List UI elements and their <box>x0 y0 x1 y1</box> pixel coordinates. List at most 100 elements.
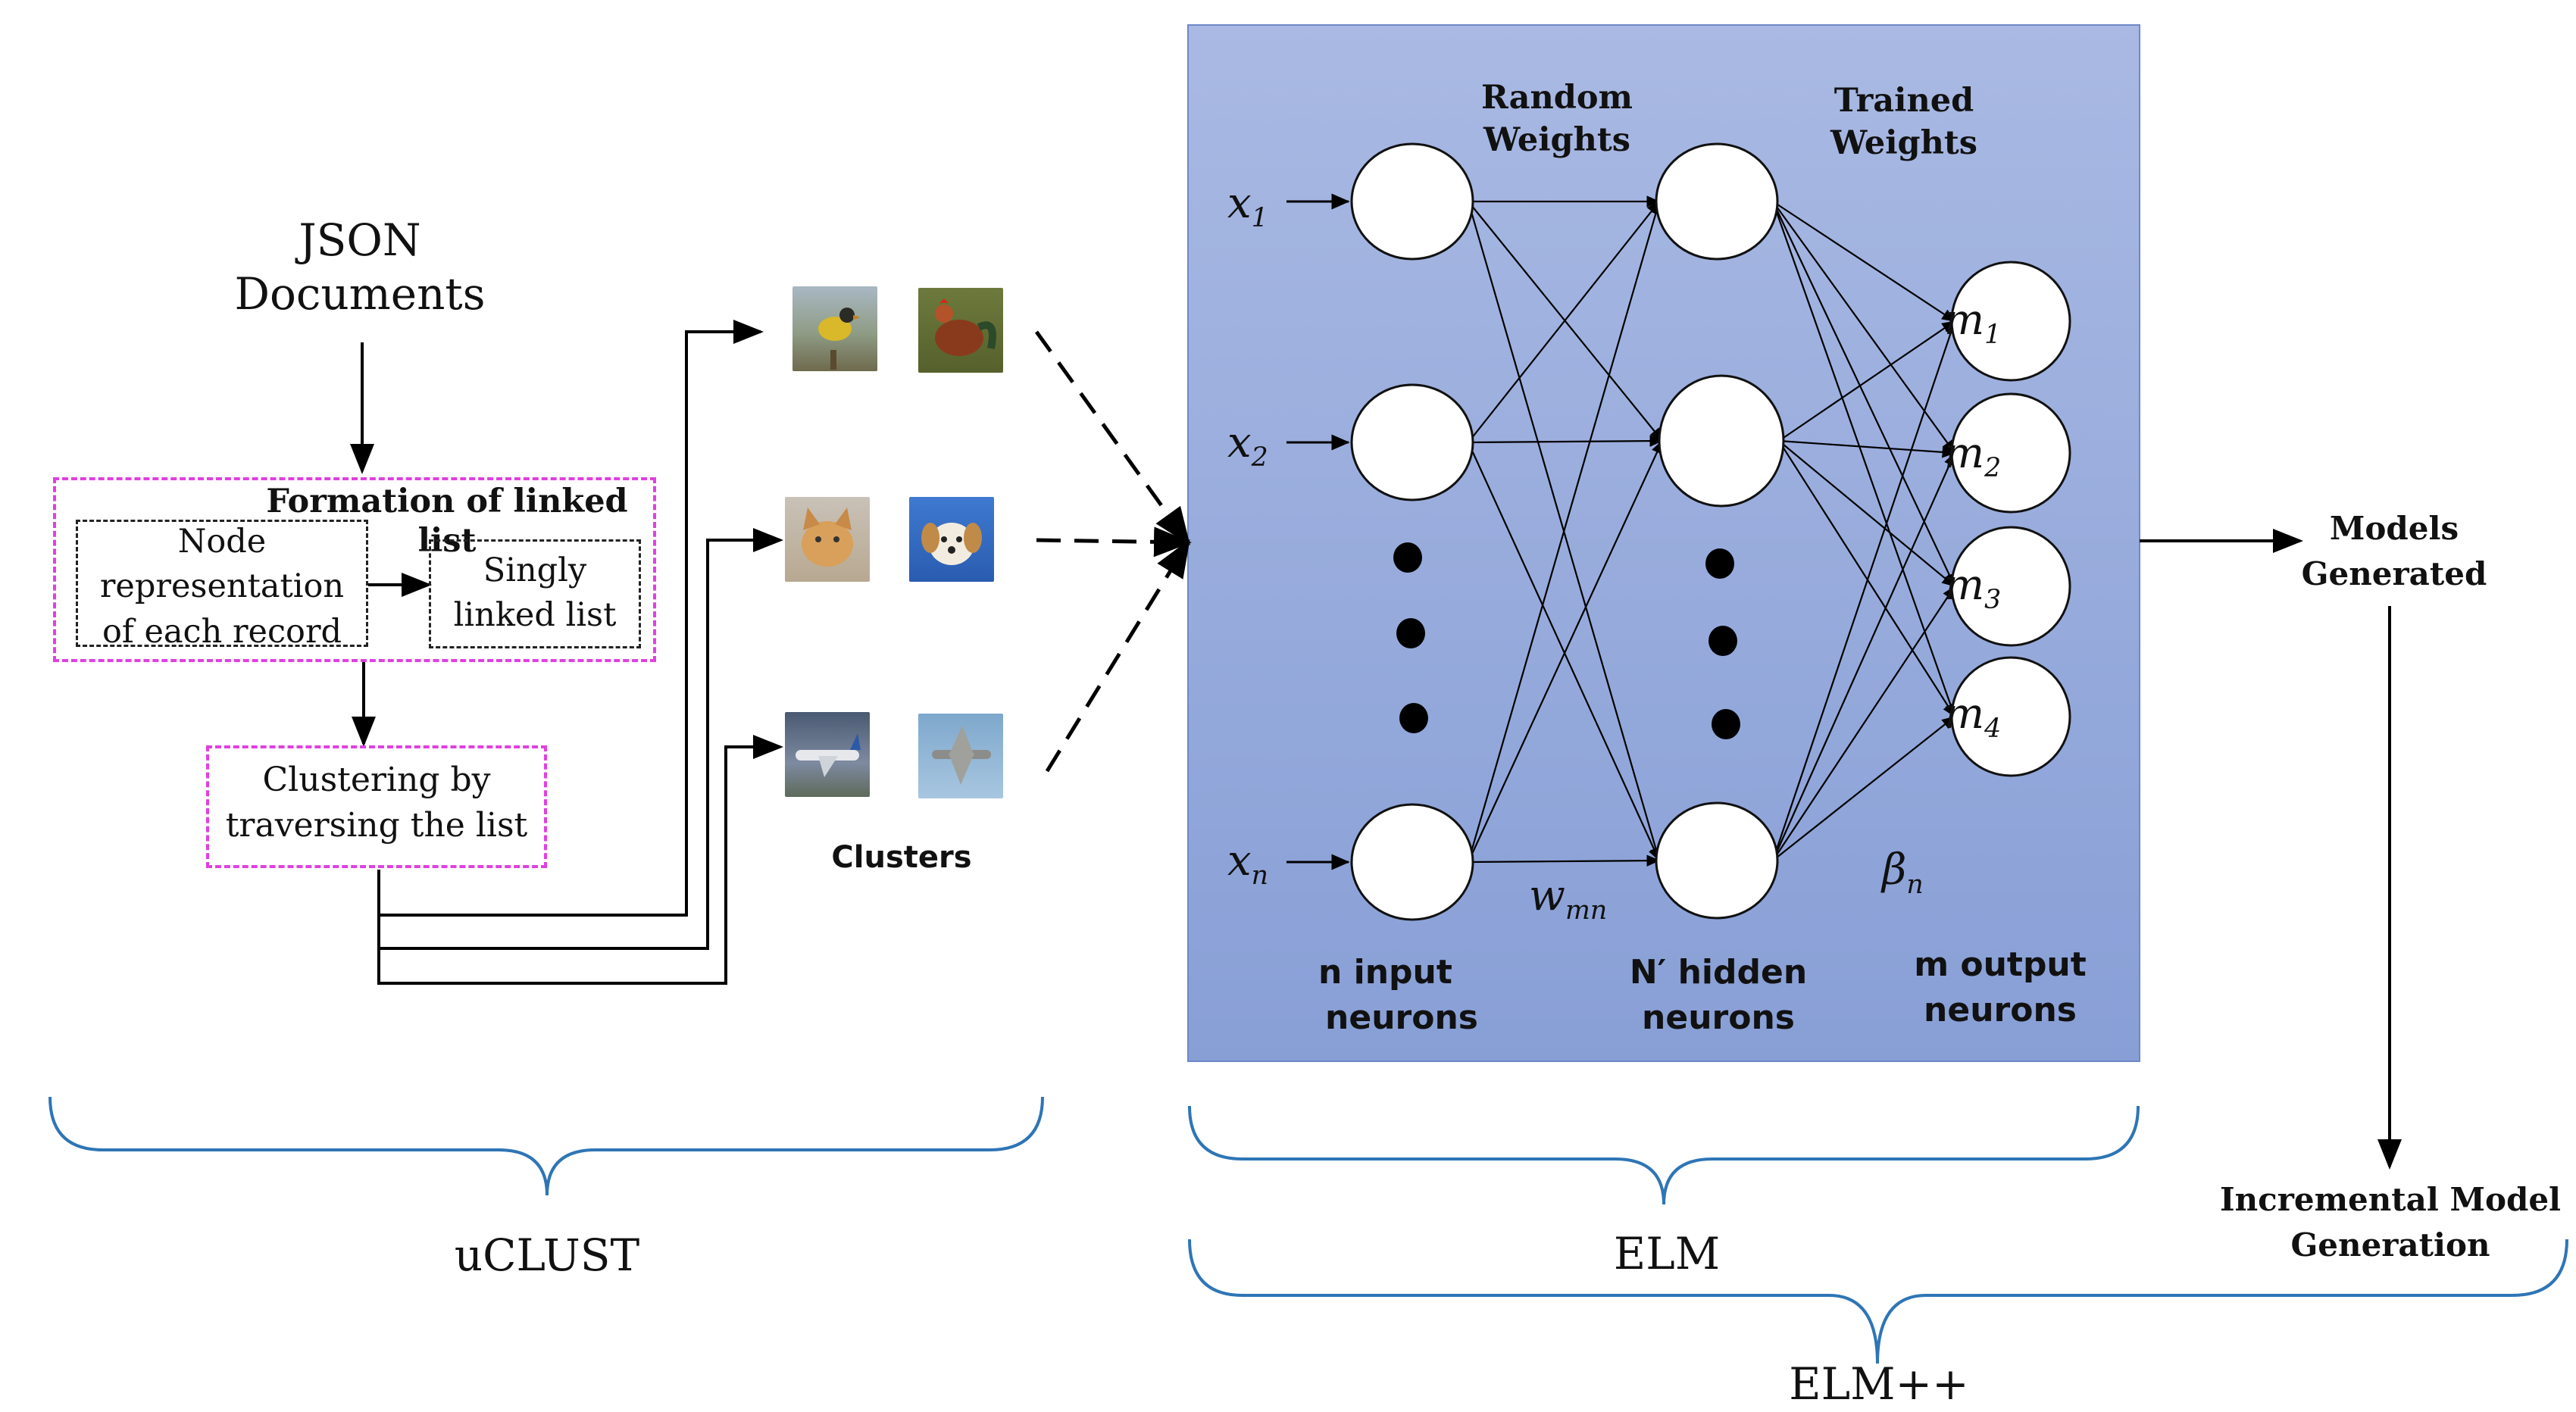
hidden-neurons-label: N′ hidden neurons <box>1597 950 1840 1041</box>
uclust-group-label: uCLUST <box>454 1229 640 1281</box>
singly-linked-list-box <box>429 539 641 648</box>
input-xn-sub: n <box>1251 861 1268 892</box>
input-xn-base: x <box>1227 836 1252 886</box>
output-label-m1: m1 <box>1944 295 2001 350</box>
clustering-label: Clustering by traversing the list <box>206 758 547 848</box>
elm-group-label: ELM <box>1613 1228 1721 1279</box>
json-line-1: JSON <box>299 214 421 266</box>
clusters-label: Clusters <box>831 840 972 875</box>
singly-linked-list-label: Singly linked list <box>429 548 641 639</box>
random-weight-edge <box>1467 442 1661 862</box>
trained-weights-label: Trained Weights <box>1809 80 1999 165</box>
dog-thumbnail-icon <box>909 497 994 582</box>
hidden-neurons-line-1: N′ hidden <box>1629 953 1808 992</box>
input-neuron <box>1350 142 1474 261</box>
output-neurons-label: m output neurons <box>1879 942 2121 1033</box>
input-neurons-line-1: n input <box>1318 953 1452 992</box>
trained-weight-edge <box>1778 440 1955 587</box>
airliner-thumbnail-icon <box>785 712 870 797</box>
output-m2-sub: 2 <box>1984 453 2002 484</box>
trained-weight-edge <box>1778 439 1956 458</box>
singly-line-2: linked list <box>453 596 617 635</box>
trained-weight-edge <box>1778 320 1955 442</box>
output-neurons-line-1: m output <box>1914 945 2087 984</box>
random-weight-edge <box>1468 854 1661 867</box>
brace-elm <box>1188 1105 2140 1205</box>
singly-line-1: Singly <box>483 551 587 589</box>
trained-weights-line-2: Weights <box>1830 123 1977 162</box>
ellipsis-dot <box>1705 548 1734 579</box>
beta-label-betan: βn <box>1882 845 1924 900</box>
incremental-line-1: Incremental Model <box>2219 1181 2562 1218</box>
network-edges <box>1286 193 1957 870</box>
input-x1-base: x <box>1227 179 1252 228</box>
output-m1-sub: 1 <box>1984 320 2002 351</box>
output-neuron <box>1950 526 2071 647</box>
clustering-line-2: traversing the list <box>225 805 528 845</box>
bird-thumbnail-icon <box>792 286 877 371</box>
input-label-xn: xn <box>1227 836 1268 891</box>
input-neuron <box>1350 803 1474 921</box>
trained-weight-edge <box>1772 716 1955 861</box>
hidden-neurons-line-2: neurons <box>1642 998 1795 1037</box>
models-line-2: Generated <box>2301 554 2487 592</box>
output-neuron <box>1950 261 2071 382</box>
incremental-model-label: Incremental Model Generation <box>2205 1177 2576 1267</box>
wmn-sub: mn <box>1565 895 1608 926</box>
brace-elm-plus-plus <box>1188 1239 2568 1364</box>
ellipsis-dot <box>1708 626 1737 656</box>
trained-weight-edge <box>1771 320 1957 861</box>
node-representation-box <box>76 520 368 647</box>
weight-label-wmn: wmn <box>1529 871 1607 926</box>
output-m3-base: m <box>1944 561 1985 610</box>
trained-weight-edge <box>1772 586 1955 861</box>
dashed-arrow-cluster-3 <box>1045 539 1190 773</box>
hidden-neuron <box>1655 142 1779 261</box>
ellipsis-dot <box>1396 618 1425 648</box>
output-m4-base: m <box>1944 689 1985 739</box>
node-line-1: Node <box>177 523 267 561</box>
trained-weight-edge <box>1771 451 1956 861</box>
brace-uclust <box>48 1096 1044 1196</box>
propeller-plane-thumbnail-icon <box>918 714 1003 798</box>
output-neuron <box>1950 656 2071 777</box>
node-representation-label: Node representation of each record <box>76 520 368 654</box>
random-weight-edge <box>1467 200 1662 863</box>
rooster-thumbnail-icon <box>918 288 1003 373</box>
ellipsis-dot <box>1399 703 1428 733</box>
elm-plus-plus-group-label: ELM++ <box>1789 1358 1969 1410</box>
random-weights-line-2: Weights <box>1483 120 1630 159</box>
output-m2-base: m <box>1944 429 1985 478</box>
clustering-line-1: Clustering by <box>262 761 491 799</box>
random-weight-edge <box>1468 440 1663 863</box>
output-neurons-line-2: neurons <box>1924 990 2077 1029</box>
wmn-base: w <box>1529 871 1565 920</box>
hidden-neuron <box>1655 801 1779 920</box>
input-neurons-label: n input neurons <box>1288 950 1515 1041</box>
models-line-1: Models <box>2329 510 2459 547</box>
models-generated-label: Models Generated <box>2265 506 2523 596</box>
dashed-arrow-cluster-1 <box>1034 330 1190 546</box>
linked-list-formation-box <box>53 477 656 662</box>
output-neuron <box>1950 392 2071 514</box>
input-neurons-line-2: neurons <box>1325 998 1478 1037</box>
output-m1-base: m <box>1944 295 1985 345</box>
output-label-m4: m4 <box>1944 689 2001 744</box>
betan-base: β <box>1882 845 1907 895</box>
input-label-x2: x2 <box>1227 418 1268 473</box>
ellipsis-dot <box>1712 709 1740 739</box>
json-line-2: Documents <box>234 267 486 320</box>
output-label-m3: m3 <box>1944 561 2001 615</box>
hidden-neuron <box>1658 374 1785 508</box>
random-weight-edge <box>1468 435 1664 447</box>
connector-to-cluster-3 <box>377 735 783 985</box>
trained-weight-edge <box>1778 440 1955 717</box>
random-weights-line-1: Random <box>1480 79 1633 117</box>
output-label-m2: m2 <box>1944 429 2001 483</box>
input-neuron <box>1350 383 1474 501</box>
output-m3-sub: 3 <box>1984 585 2002 616</box>
random-weights-label: Random Weights <box>1462 77 1652 162</box>
trained-weights-line-1: Trained <box>1834 82 1974 120</box>
